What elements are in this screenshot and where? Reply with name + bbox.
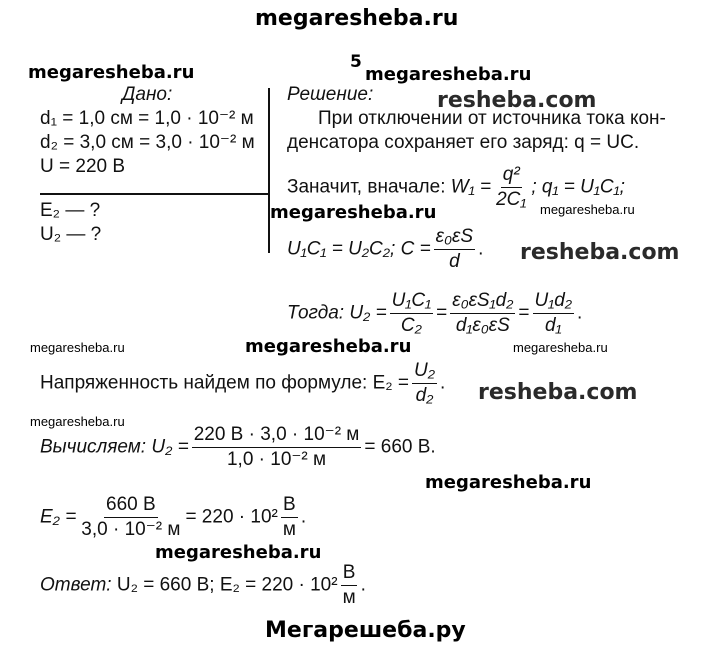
solution-heading: Решение: xyxy=(287,84,374,105)
problem-number: 5 xyxy=(350,52,362,72)
watermark-footer: Мегарешеба.ру xyxy=(265,618,466,643)
watermark: resheba.com xyxy=(520,240,680,265)
watermark: megaresheba.ru xyxy=(155,542,322,563)
watermark: megaresheba.ru xyxy=(425,472,592,493)
watermark: megaresheba.ru xyxy=(540,202,635,217)
given-line: d₂ = 3,0 см = 3,0 · 10⁻² м xyxy=(40,132,255,153)
watermark: resheba.com xyxy=(478,380,638,405)
watermark-top: megaresheba.ru xyxy=(255,6,459,31)
watermark: megaresheba.ru xyxy=(270,202,437,223)
watermark: megaresheba.ru xyxy=(30,340,125,355)
watermark: resheba.com xyxy=(437,88,597,113)
given-line: U = 220 В xyxy=(40,156,126,177)
solution-text: При отключении от источника тока кон- xyxy=(318,108,666,129)
given-vertical-divider xyxy=(268,88,270,253)
find-line: U₂ — ? xyxy=(40,224,102,245)
watermark: megaresheba.ru xyxy=(28,62,195,83)
watermark: megaresheba.ru xyxy=(245,336,412,357)
watermark: megaresheba.ru xyxy=(365,64,532,85)
given-line: d₁ = 1,0 см = 1,0 · 10⁻² м xyxy=(40,108,254,129)
watermark: megaresheba.ru xyxy=(513,340,608,355)
solution-text: денсатора сохраняет его заряд: q = UC. xyxy=(287,132,640,153)
given-heading: Дано: xyxy=(122,84,173,105)
watermark: megaresheba.ru xyxy=(30,414,125,429)
given-divider xyxy=(40,193,269,195)
find-line: E₂ — ? xyxy=(40,200,101,221)
